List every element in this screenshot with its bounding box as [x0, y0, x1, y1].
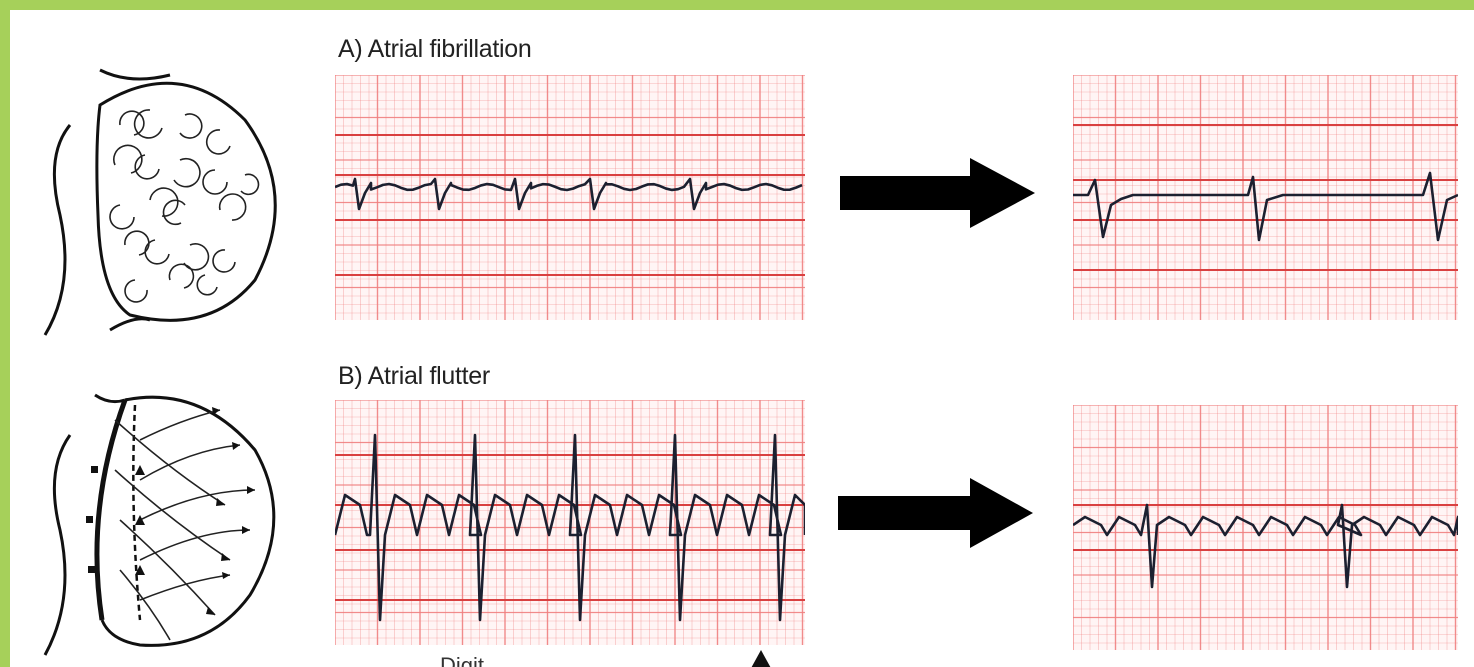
up-arrow-icon	[748, 650, 774, 667]
atrial-fibrillation-heart-icon	[40, 65, 290, 350]
ecg-strip-atrial-fibrillation-converted	[1073, 75, 1458, 320]
sinus-trace	[1073, 171, 1458, 242]
right-arrow-icon	[838, 478, 1038, 553]
panel-b-title: B) Atrial flutter	[338, 362, 490, 390]
flutter-trace	[335, 433, 805, 622]
bottom-caption: Digit	[440, 653, 485, 667]
panel-a-title: A) Atrial fibrillation	[338, 35, 532, 63]
atrial-flutter-heart-icon	[40, 390, 290, 667]
ecg-strip-atrial-fibrillation	[335, 75, 805, 320]
af-trace	[335, 177, 803, 211]
figure-panel: A) Atrial fibrillation B) Atrial flutter…	[10, 10, 1474, 667]
ecg-strip-atrial-flutter-converted	[1073, 405, 1458, 650]
controlled-flutter-trace	[1073, 503, 1458, 589]
ecg-strip-atrial-flutter	[335, 400, 805, 645]
right-arrow-icon	[840, 158, 1040, 233]
